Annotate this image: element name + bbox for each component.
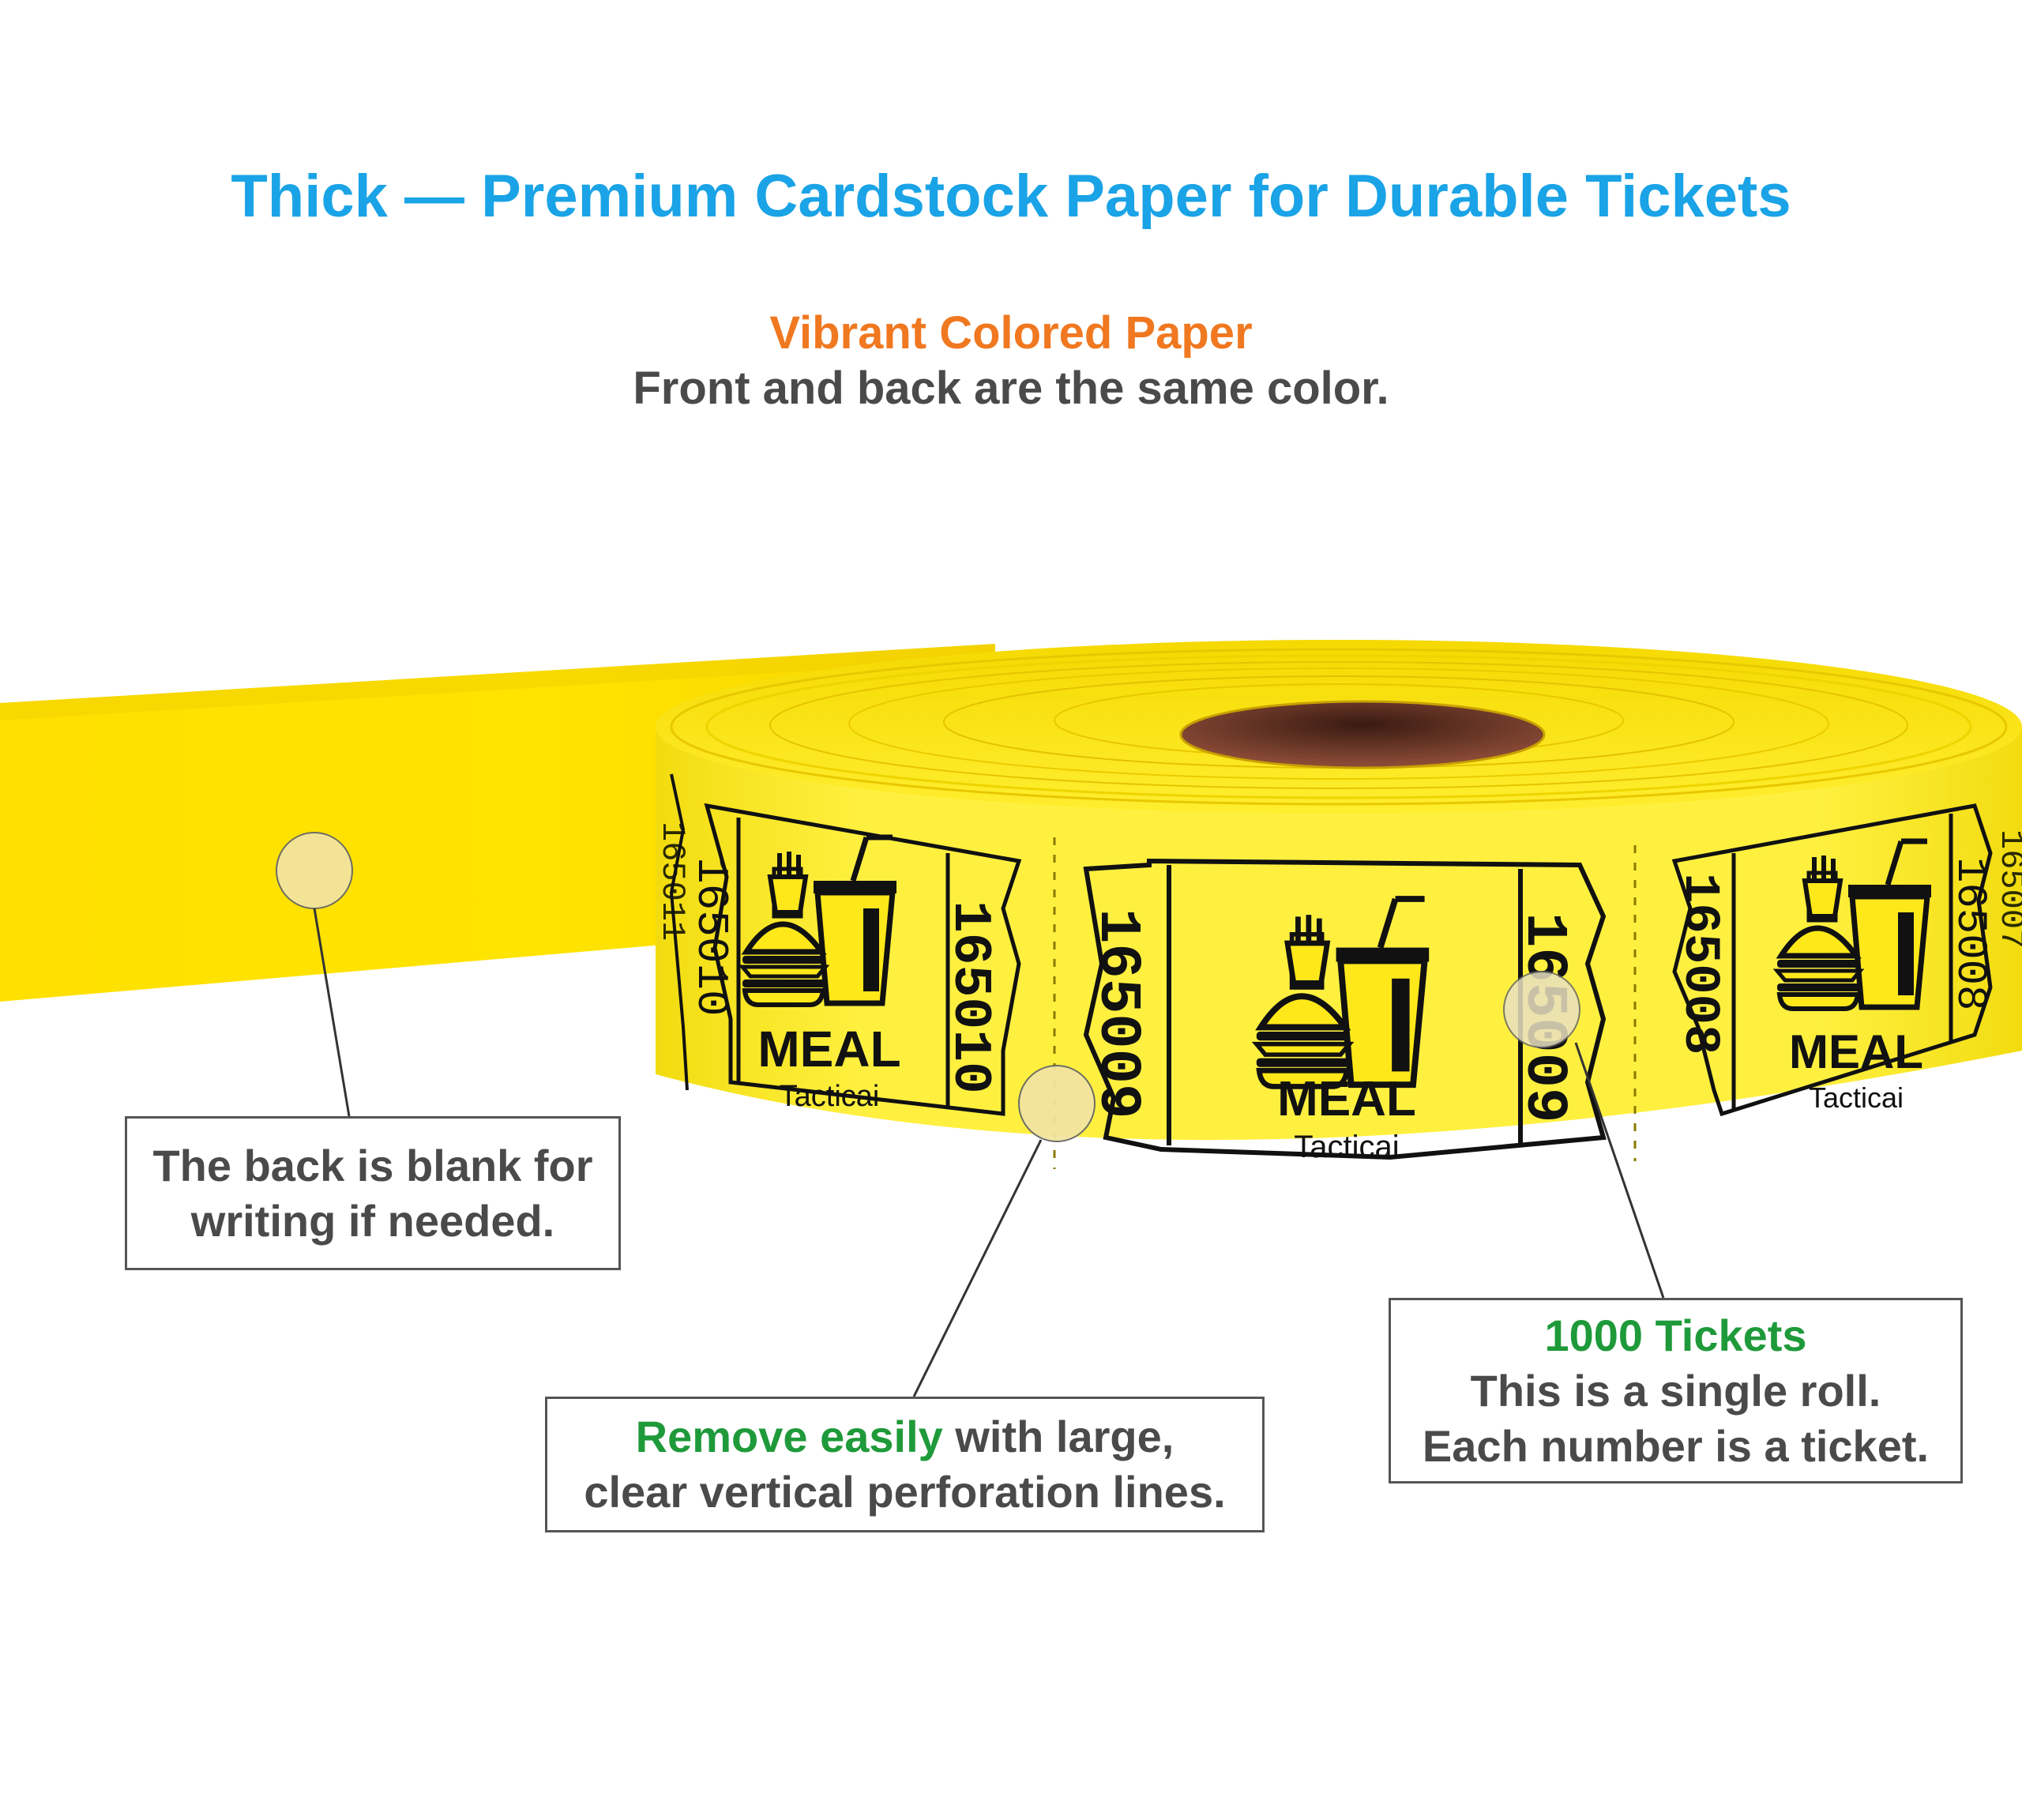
leader-back [313, 908, 351, 1117]
ticket-165010-brand: Tacticai [780, 1080, 880, 1113]
ticket-165008-label: MEAL [1789, 1025, 1923, 1078]
ticket-165009-brand: Tacticai [1294, 1130, 1399, 1164]
marker-perforation [1018, 1065, 1096, 1142]
roll-side [656, 727, 2022, 1141]
callout-perforation-line1: Remove easily with large, [547, 1409, 1262, 1465]
roll-core-hole [1181, 701, 1544, 768]
ticket-165008-brand: Tacticai [1809, 1081, 1904, 1114]
ticket-165010-label: MEAL [757, 1021, 900, 1077]
ticket-165010-left-number: 165010 [686, 857, 736, 1017]
ticket-165008-right-number: 165008 [1945, 857, 1994, 1010]
callout-perforation-highlight: Remove easily [635, 1412, 943, 1461]
callout-perforation-line2: clear vertical perforation lines. [584, 1467, 1226, 1517]
ticket-165008-left-number: 165008 [1671, 873, 1727, 1055]
callout-ticket-count: 1000 Tickets This is a single roll. Each… [1389, 1298, 1963, 1483]
callout-back-line1: The back is blank for [152, 1140, 593, 1190]
callout-perforation: Remove easily with large, clear vertical… [545, 1397, 1265, 1532]
callout-blank-back: The back is blank for writing if needed. [125, 1116, 621, 1270]
ticket-165007-partial: 165007 [1992, 829, 2022, 949]
callout-count-line2: This is a single roll. [1470, 1365, 1881, 1416]
marker-strip-back [276, 832, 353, 909]
page-headline: Thick — Premium Cardstock Paper for Dura… [231, 163, 1791, 230]
subheading-text: Front and back are the same color. [633, 363, 1389, 414]
ticket-165008 [1671, 803, 1993, 1117]
ticket-165011-partial: 165011 [653, 773, 691, 1091]
ticket-165009-label: MEAL [1277, 1072, 1416, 1126]
ticket-165010-right-number: 165010 [939, 901, 1000, 1094]
callout-count-line3: Each number is a ticket. [1422, 1420, 1930, 1471]
ticket-165010 [704, 803, 1022, 1116]
subheading-accent: Vibrant Colored Paper [769, 307, 1253, 359]
leader-perforation [912, 1139, 1043, 1397]
callout-back-line2: writing if needed. [190, 1195, 555, 1246]
ticket-165009-left-number: 165009 [1084, 908, 1150, 1119]
callout-count-highlight: 1000 Tickets [1544, 1310, 1807, 1360]
callout-perforation-rest: with large, [942, 1412, 1174, 1461]
marker-ticket-number [1503, 971, 1580, 1048]
leader-count [1574, 1042, 1665, 1299]
